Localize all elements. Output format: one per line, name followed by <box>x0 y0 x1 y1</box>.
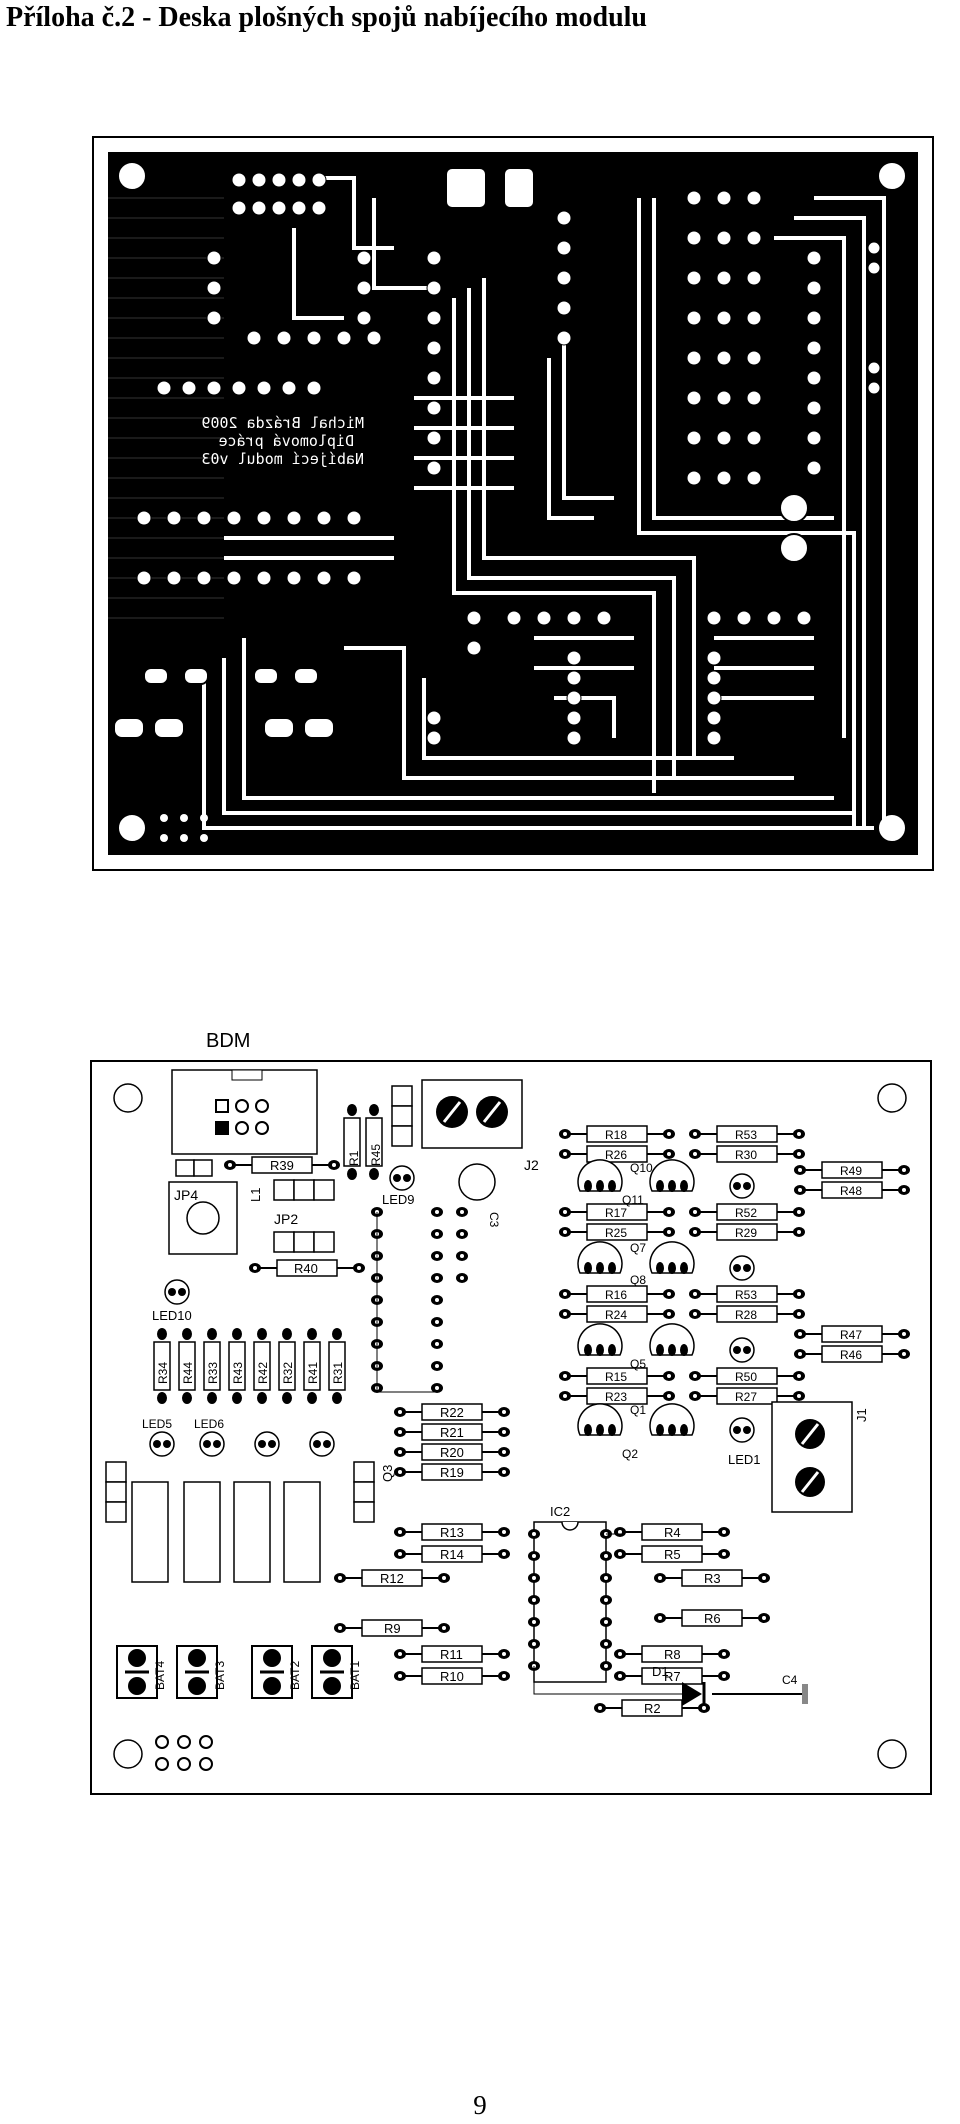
label-r8: R8 <box>664 1647 681 1662</box>
label-r52: R52 <box>735 1206 757 1220</box>
label-r7: R7 <box>664 1669 681 1684</box>
label-r32: R32 <box>281 1362 295 1384</box>
label-r16: R16 <box>605 1288 627 1302</box>
label-c3: C3 <box>487 1212 501 1228</box>
label-r13: R13 <box>440 1525 464 1540</box>
label-r31: R31 <box>331 1362 345 1384</box>
label-r29: R29 <box>735 1226 757 1240</box>
label-r14: R14 <box>440 1547 464 1562</box>
component-layout-drawing: JP4 JP2 L1 R39 R40 R1 R45 J2 C3 LED9 <box>105 1069 911 1771</box>
label-r47: R47 <box>840 1328 862 1342</box>
label-r17: R17 <box>605 1206 627 1220</box>
label-r34: R34 <box>156 1362 170 1384</box>
component-layout-figure: JP4 JP2 L1 R39 R40 R1 R45 J2 C3 LED9 <box>90 1060 932 1795</box>
label-bat3: BAT3 <box>213 1661 227 1690</box>
label-bat4: BAT4 <box>153 1661 167 1690</box>
label-r3: R3 <box>704 1571 721 1586</box>
label-r11: R11 <box>440 1647 463 1662</box>
label-q7: Q7 <box>630 1241 646 1255</box>
label-r50: R50 <box>735 1370 757 1384</box>
label-r26: R26 <box>605 1148 627 1162</box>
label-c4: C4 <box>782 1673 798 1687</box>
label-d1: D1 <box>652 1664 669 1679</box>
label-ic2: IC2 <box>550 1504 570 1519</box>
label-r40: R40 <box>294 1261 318 1276</box>
label-r5: R5 <box>664 1547 681 1562</box>
label-r48: R48 <box>840 1184 862 1198</box>
signature-line-1: Michal Brázda 2009 <box>201 414 364 432</box>
label-r15: R15 <box>605 1370 627 1384</box>
label-r6: R6 <box>704 1611 721 1626</box>
label-r44: R44 <box>181 1362 195 1384</box>
label-r41: R41 <box>306 1362 320 1384</box>
label-r19: R19 <box>440 1465 464 1480</box>
label-r23: R23 <box>605 1390 627 1404</box>
label-r18: R18 <box>605 1128 627 1142</box>
label-r4: R4 <box>664 1525 681 1540</box>
label-l1: L1 <box>248 1188 263 1202</box>
page-number: 9 <box>473 2090 487 2120</box>
label-j1: J1 <box>854 1408 869 1422</box>
label-q1: Q1 <box>630 1403 646 1417</box>
signature-line-2: Diplomová práce <box>219 432 354 450</box>
label-r24: R24 <box>605 1308 627 1322</box>
label-r25: R25 <box>605 1226 627 1240</box>
label-jp2: JP2 <box>274 1211 298 1227</box>
label-r43: R43 <box>231 1362 245 1384</box>
copper-layout-drawing: Michal Brázda 2009 Diplomová práce Nabíj… <box>108 152 918 855</box>
label-q2: Q2 <box>622 1447 638 1461</box>
label-r53: R53 <box>735 1128 757 1142</box>
label-led6: LED6 <box>194 1417 224 1431</box>
label-q3: Q3 <box>380 1465 395 1482</box>
label-r28: R28 <box>735 1308 757 1322</box>
label-r33: R33 <box>206 1362 220 1384</box>
label-r1: R1 <box>347 1150 361 1166</box>
label-jp4: JP4 <box>174 1187 198 1203</box>
signature-line-3: Nabíjecí modul v03 <box>201 450 364 468</box>
page-heading: Příloha č.2 - Deska plošných spojů nabíj… <box>6 2 647 33</box>
label-r46: R46 <box>840 1348 862 1362</box>
label-r42: R42 <box>256 1362 270 1384</box>
label-r30: R30 <box>735 1148 757 1162</box>
label-bat2: BAT2 <box>288 1661 302 1690</box>
bdm-label: BDM <box>206 1030 251 1052</box>
label-r45: R45 <box>369 1144 383 1166</box>
label-q5: Q5 <box>630 1357 646 1371</box>
label-r9: R9 <box>384 1621 401 1636</box>
label-led5: LED5 <box>142 1417 172 1431</box>
label-r27: R27 <box>735 1390 757 1404</box>
label-r20: R20 <box>440 1445 464 1460</box>
label-q8: Q8 <box>630 1273 646 1287</box>
label-r12: R12 <box>380 1571 404 1586</box>
label-r49: R49 <box>840 1164 862 1178</box>
label-r22: R22 <box>440 1405 464 1420</box>
label-led9: LED9 <box>382 1192 415 1207</box>
copper-layout-figure: Michal Brázda 2009 Diplomová práce Nabíj… <box>92 136 934 871</box>
label-bat1: BAT1 <box>348 1661 362 1690</box>
label-led10: LED10 <box>152 1308 192 1323</box>
label-j2: J2 <box>524 1157 539 1173</box>
label-r39: R39 <box>270 1158 294 1173</box>
label-r21: R21 <box>440 1425 464 1440</box>
label-led1: LED1 <box>728 1452 761 1467</box>
label-r10: R10 <box>440 1669 464 1684</box>
label-r2: R2 <box>644 1701 661 1716</box>
label-q11: Q11 <box>622 1193 644 1207</box>
label-q10: Q10 <box>630 1161 653 1175</box>
label-r53b: R53 <box>735 1288 757 1302</box>
